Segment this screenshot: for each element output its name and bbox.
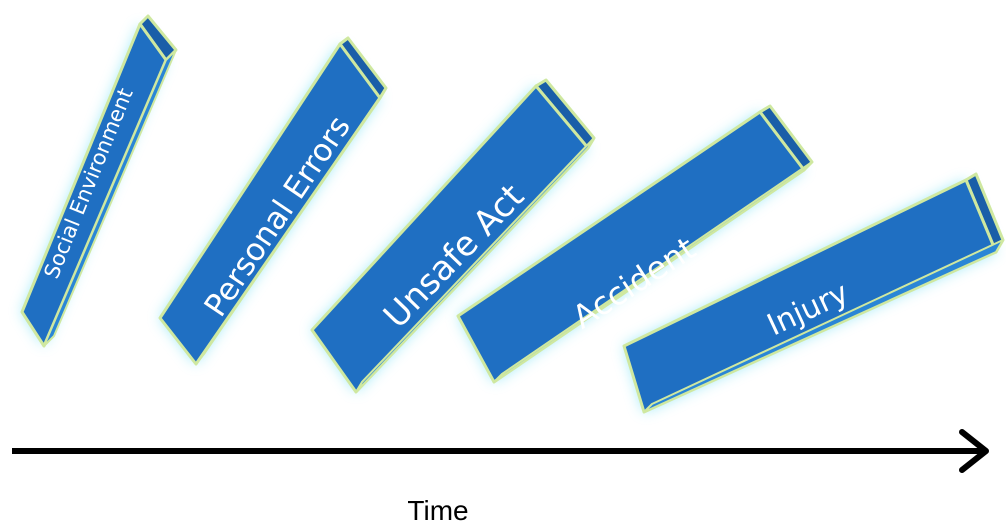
domino-side-face (493, 161, 813, 383)
time-arrowhead (959, 429, 989, 473)
domino-injury: Injury (622, 172, 1005, 414)
domino-side-face (643, 239, 1004, 413)
domino-side-face (195, 87, 387, 365)
domino-side-face (43, 49, 177, 347)
time-arrow (12, 429, 989, 473)
domino-social-environment: Social Environment (20, 14, 178, 348)
domino-side-face (355, 137, 595, 393)
time-axis-label: Time (407, 495, 469, 526)
